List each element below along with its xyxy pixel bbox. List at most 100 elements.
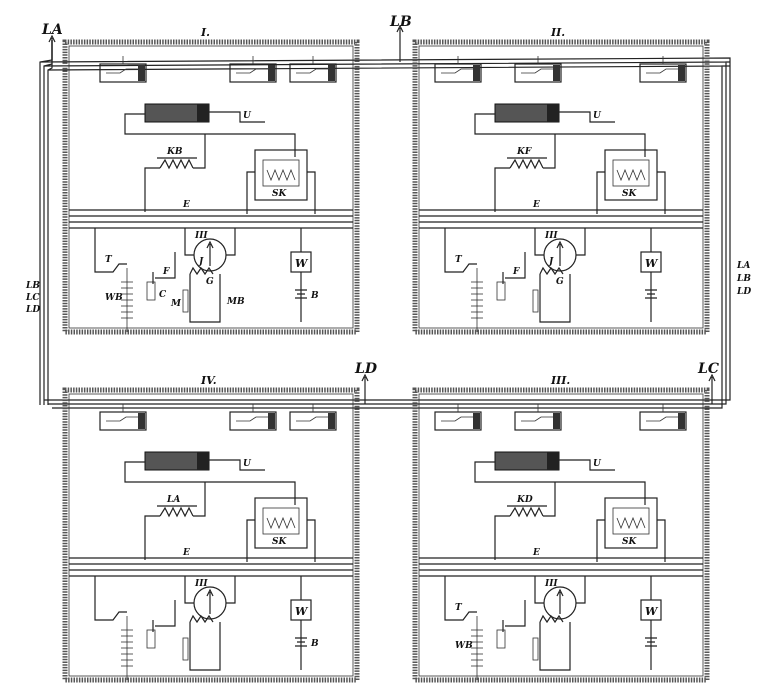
relay-coil: [159, 158, 194, 170]
jack-plug: [138, 413, 145, 429]
galvanometer-needle: [556, 240, 564, 266]
station-border: [62, 387, 360, 683]
station-numeral: I.: [200, 26, 210, 39]
jack-spring: [646, 68, 678, 74]
station-numeral: IV.: [200, 374, 217, 387]
galvanometer-needle: [556, 588, 564, 614]
wire-coil: [539, 622, 571, 671]
wire-sk: [246, 171, 316, 214]
jack-spring: [106, 416, 138, 422]
key-t: [444, 228, 477, 273]
induction-coil: [189, 614, 214, 624]
wire-b: [209, 111, 265, 123]
left-bundle-label: LC: [25, 293, 40, 303]
sk-label: SK: [272, 537, 287, 547]
bus-label-e: E: [182, 548, 190, 558]
bus-label: III: [194, 231, 208, 241]
sk-coil: [266, 516, 296, 530]
wire-w: [645, 576, 657, 670]
key-label: T: [105, 255, 113, 265]
station-inner-border: [418, 45, 704, 329]
condenser-icon: [496, 629, 506, 649]
wire-w: [295, 228, 307, 322]
sk-outer: [604, 149, 658, 201]
relay-plug-tip: [547, 104, 559, 122]
station-border: [412, 39, 710, 335]
relay-label: KD: [516, 495, 533, 505]
relay-label: LA: [166, 495, 180, 505]
switch-label-u: U: [243, 111, 252, 121]
station-inner-border: [68, 45, 354, 329]
station-border: [412, 387, 710, 683]
sk-coil: [616, 516, 646, 530]
wire-relay-bus: [494, 167, 510, 212]
wire-a: [474, 113, 646, 157]
wire-sk: [596, 519, 666, 562]
station-inner-border: [68, 393, 354, 677]
key-t: [94, 228, 127, 273]
telephone-receiver: [152, 600, 176, 632]
jack-spring: [296, 68, 328, 74]
station-border: [62, 39, 360, 335]
telephone-receiver: [502, 600, 526, 632]
bus-label-e: E: [532, 200, 540, 210]
relay-coil: [509, 158, 544, 170]
station-inner-border: [418, 393, 704, 677]
microphone-icon: [182, 289, 189, 313]
station-numeral: II.: [550, 26, 565, 39]
w-label: W: [645, 605, 659, 618]
wire-coil: [189, 622, 221, 671]
wire-sk: [246, 519, 316, 562]
bus-label: III: [544, 231, 558, 241]
wire-relay: [193, 134, 206, 169]
induction-coil: [189, 266, 214, 276]
sk-inner: [262, 159, 300, 187]
left-bundle-label: LD: [25, 305, 40, 315]
sk-label: SK: [622, 189, 637, 199]
condenser-icon: [146, 281, 156, 301]
telephone-receiver: [152, 252, 176, 284]
trunk-line: [47, 40, 731, 409]
wire-a: [474, 461, 646, 505]
telephone-receiver: [502, 252, 526, 284]
jack-spring: [646, 416, 678, 422]
w-label: W: [645, 257, 659, 270]
condenser-icon: [496, 281, 506, 301]
bus-label: III: [194, 579, 208, 589]
microphone-label: M: [170, 299, 182, 309]
battery-label: WB: [455, 641, 473, 651]
wire-w: [295, 576, 307, 670]
battery-b-label: B: [310, 291, 319, 301]
label-lc-mid: LC: [697, 361, 719, 377]
sk-label: SK: [622, 537, 637, 547]
wire-relay-bus: [494, 515, 510, 560]
sk-outer: [604, 497, 658, 549]
relay-plug-tip: [197, 452, 209, 470]
microphone-icon: [532, 289, 539, 313]
coil-label: J: [547, 257, 554, 267]
jack-plug: [678, 65, 685, 81]
w-label: W: [295, 257, 309, 270]
jack-plug: [553, 65, 560, 81]
sk-outer: [254, 497, 308, 549]
key-label: T: [455, 255, 463, 265]
jack-plug: [268, 65, 275, 81]
key-t: [94, 576, 127, 621]
galvanometer-label: G: [206, 277, 214, 287]
key-label: T: [455, 603, 463, 613]
condenser-label: C: [159, 290, 167, 300]
jack-plug: [138, 65, 145, 81]
mb-label: MB: [226, 297, 245, 307]
jack-plug: [553, 413, 560, 429]
induction-coil: [539, 614, 564, 624]
jack-plug: [473, 413, 480, 429]
wire-w: [645, 228, 657, 322]
sk-coil: [266, 168, 296, 182]
wire-b: [209, 459, 265, 471]
induction-coil: [539, 266, 564, 276]
switch-label-u: U: [593, 459, 602, 469]
